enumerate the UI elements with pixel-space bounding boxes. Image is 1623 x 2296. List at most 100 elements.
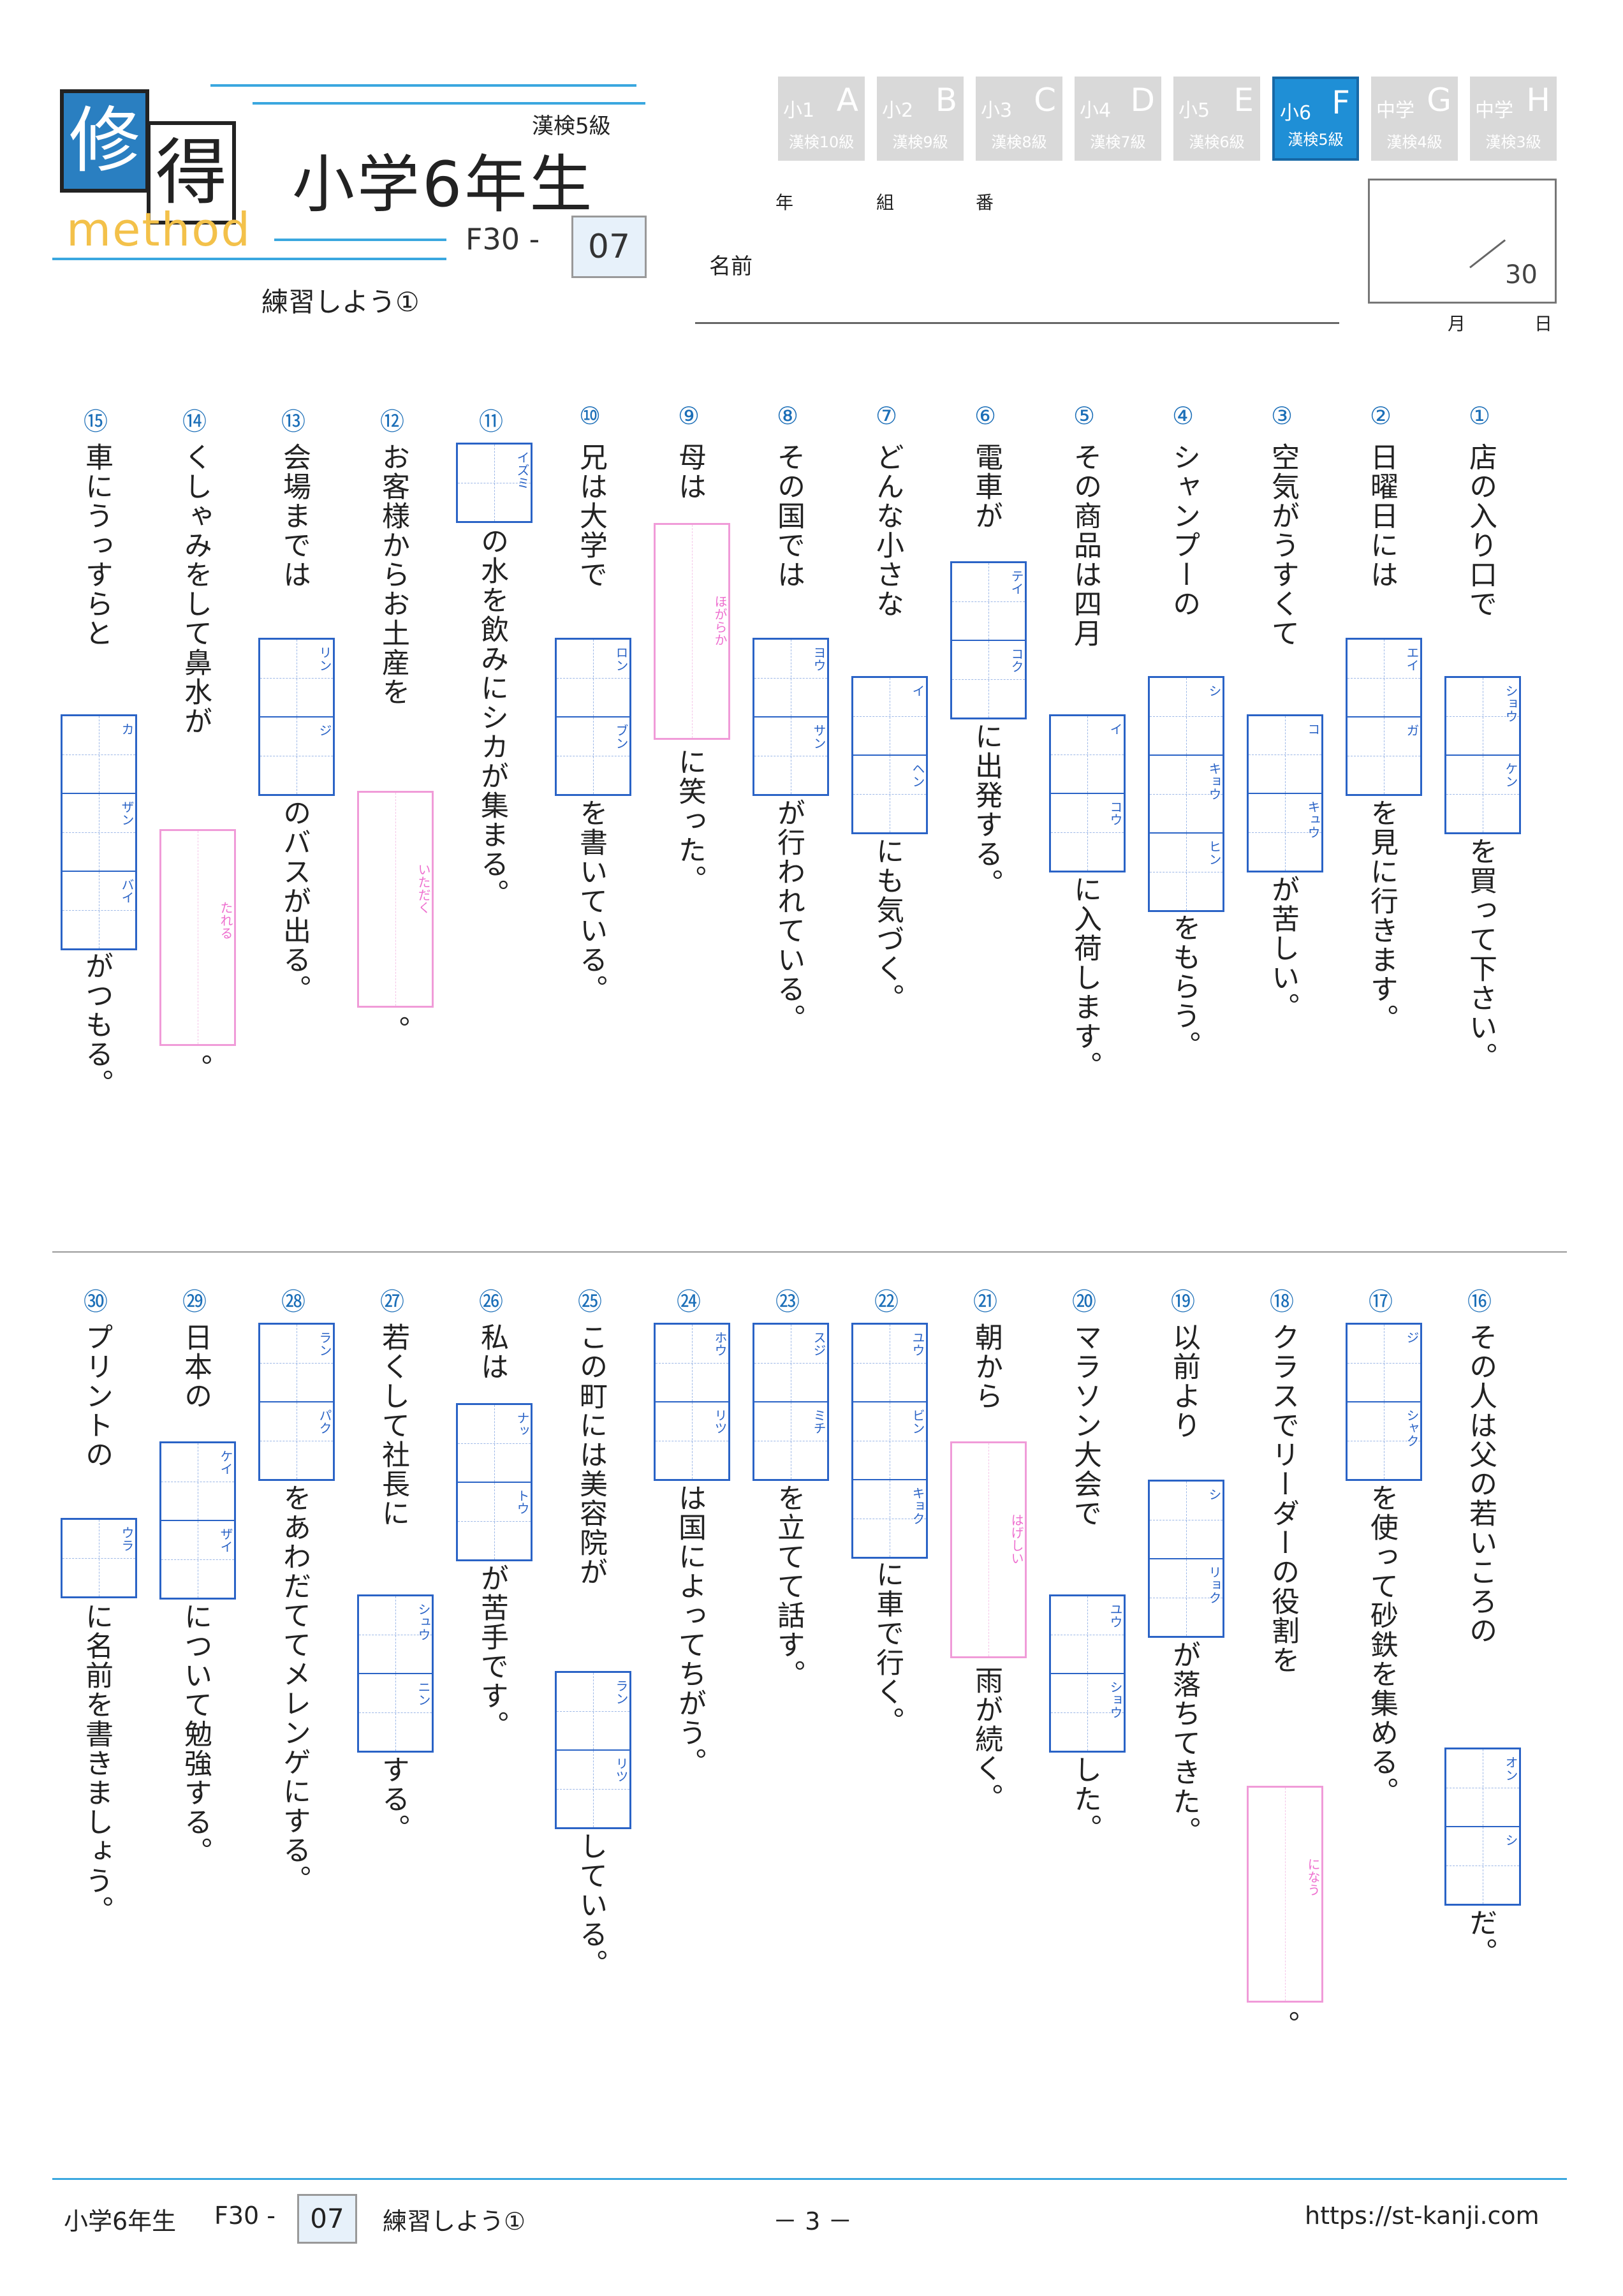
kanji-answer-box[interactable]: リンジ [258,638,335,796]
kanji-answer-box[interactable]: ショウケン [1444,676,1521,834]
kanji-cell[interactable]: コウ [1051,794,1124,871]
kanji-cell[interactable]: リン [260,640,333,718]
kanji-cell[interactable]: ヘン [853,756,926,832]
kanji-answer-box[interactable]: ナットウ [456,1403,532,1561]
kanji-answer-box[interactable]: ウラ [61,1518,137,1598]
kanji-answer-box[interactable]: ジシャク [1346,1323,1422,1481]
kanji-answer-box[interactable]: ランリツ [555,1671,631,1829]
kanji-cell[interactable]: コク [952,641,1025,718]
kanji-cell[interactable]: ジ [260,718,333,794]
kanji-cell[interactable]: サン [754,718,827,794]
kanji-cell[interactable]: トウ [458,1483,531,1559]
kanji-cell[interactable]: ヨウ [754,640,827,718]
kanji-answer-box[interactable]: イヘン [851,676,928,834]
kanji-cell[interactable]: オン [1446,1749,1519,1827]
kanji-answer-box[interactable]: スジミチ [753,1323,829,1481]
name-field[interactable] [695,322,1339,324]
kanji-cell[interactable]: ラン [557,1673,629,1751]
kanji-answer-box[interactable]: オンシ [1444,1748,1521,1906]
kanji-answer-box[interactable]: ユウビンキョク [851,1323,928,1559]
kanji-cell[interactable]: ヒン [1150,834,1223,910]
kanji-cell[interactable]: シュウ [359,1596,432,1674]
kanji-cell[interactable]: キュウ [1249,794,1321,871]
okurigana-answer-box[interactable]: はげしい [950,1441,1027,1658]
grade-tab-letter: B [935,82,957,119]
kanji-cell[interactable]: ケン [1446,756,1519,832]
kanji-cell[interactable]: シ [1150,1482,1223,1559]
kanji-cell[interactable]: イズミ [458,445,531,521]
kanji-cell[interactable]: ジ [1348,1325,1420,1402]
okurigana-answer-box[interactable]: ほがらか [654,523,730,740]
kanji-cell[interactable]: ロン [557,640,629,718]
kanji-cell[interactable]: コ [1249,716,1321,794]
kanji-answer-box[interactable]: コキュウ [1247,714,1323,872]
question-text: 車にうっすらと [80,443,113,648]
kanji-cell[interactable]: ショウ [1446,678,1519,756]
okurigana-answer-box[interactable]: たれる [159,829,236,1046]
kanji-cell[interactable]: イ [1051,716,1124,794]
reading-hint: ナッ [515,1411,530,1437]
kanji-answer-box[interactable]: ホウリツ [654,1323,730,1481]
kanji-answer-box[interactable]: シリョク [1148,1480,1224,1638]
kanji-answer-box[interactable]: ケイザイ [159,1441,236,1600]
kanji-cell[interactable]: リョク [1150,1559,1223,1636]
kanji-cell[interactable]: リツ [656,1402,728,1479]
kanji-answer-box[interactable]: ユウショウ [1049,1594,1126,1753]
kanji-cell[interactable]: エイ [1348,640,1420,718]
kanji-cell[interactable]: スジ [754,1325,827,1402]
kanji-cell[interactable]: ビン [853,1402,926,1480]
kanji-cell[interactable]: ニン [359,1674,432,1751]
okurigana-answer-box[interactable]: いただく [357,791,434,1008]
kanji-cell[interactable]: シ [1446,1827,1519,1904]
kanji-answer-box[interactable]: シキョウヒン [1148,676,1224,912]
kanji-cell[interactable]: ショウ [1051,1674,1124,1751]
kanji-cell[interactable]: イ [853,678,926,756]
kanji-answer-box[interactable]: ランパク [258,1323,335,1481]
kanji-cell[interactable]: ナッ [458,1405,531,1483]
kanji-answer-box[interactable]: ロンブン [555,638,631,796]
kanji-cell[interactable]: テイ [952,563,1025,641]
kanji-answer-box[interactable]: イズミ [456,443,532,523]
kanji-cell[interactable]: ブン [557,718,629,794]
kanji-cell[interactable]: ザン [62,794,135,872]
kanji-cell[interactable]: ミチ [754,1402,827,1479]
kanji-answer-box[interactable]: イコウ [1049,714,1126,872]
question-text: どんな小さな [871,443,904,619]
kanji-cell[interactable]: ユウ [1051,1596,1124,1674]
day-label: 日 [1534,313,1553,334]
kanji-cell[interactable]: バイ [62,872,135,948]
kanji-answer-box[interactable]: シュウニン [357,1594,434,1753]
kanji-answer-box[interactable]: エイガ [1346,638,1422,796]
kanji-answer-box[interactable]: ヨウサン [753,638,829,796]
kanji-cell[interactable]: ホウ [656,1325,728,1402]
kanji-cell[interactable]: ラン [260,1325,333,1402]
kanji-cell[interactable]: キョク [853,1480,926,1557]
site-url[interactable]: https://st-kanji.com [1305,2202,1539,2230]
kanji-cell[interactable]: パク [260,1402,333,1479]
kanji-cell[interactable]: キョウ [1150,756,1223,834]
kanji-answer-box[interactable]: テイコク [950,561,1027,719]
kanji-cell[interactable]: シ [1150,678,1223,756]
okurigana-answer-box[interactable]: になう [1247,1786,1323,2003]
kanji-cell[interactable]: ウラ [62,1520,135,1596]
kanji-cell[interactable]: カ [62,716,135,794]
kanji-answer-box[interactable]: カザンバイ [61,714,137,950]
kanji-cell[interactable]: ガ [1348,718,1420,794]
kanji-cell[interactable]: ザイ [161,1521,234,1598]
kanji-cell[interactable]: リツ [557,1751,629,1827]
kanji-cell[interactable]: ユウ [853,1325,926,1402]
kanji-cell[interactable]: ケイ [161,1443,234,1521]
kanji-cell[interactable]: シャク [1348,1402,1420,1479]
